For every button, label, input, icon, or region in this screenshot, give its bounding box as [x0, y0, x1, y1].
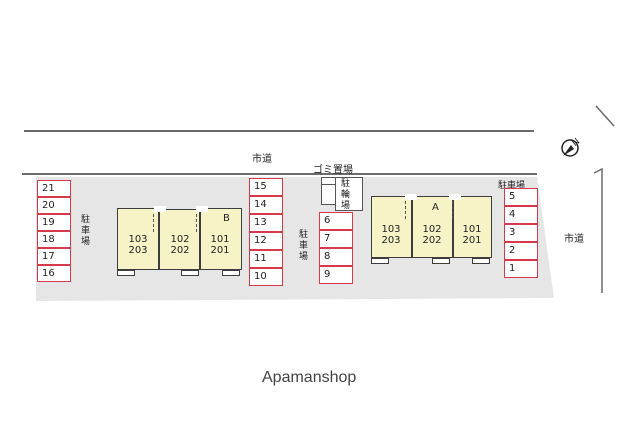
parking-slot: 19: [37, 214, 71, 231]
unit-number-lower: 101: [210, 234, 230, 245]
parking-slot: 9: [319, 266, 353, 284]
parking-slot: 3: [504, 224, 538, 242]
road-corner-right: [593, 167, 603, 293]
unit-number-lower: 102: [422, 224, 442, 235]
bicycle-area: [335, 177, 363, 211]
unit-number-upper: 203: [128, 245, 148, 256]
parking-slot: 14: [249, 196, 283, 214]
parking-slot: 2: [504, 242, 538, 260]
building-b-divider: [153, 214, 154, 232]
garbage-area-divider: [321, 184, 335, 185]
building-a-divider: [405, 201, 406, 219]
watermark: Apamanshop: [262, 369, 357, 386]
parking-slot: 16: [37, 265, 71, 282]
unit-number-lower: 103: [381, 224, 401, 235]
parking-slot: 10: [249, 268, 283, 286]
road-label-right: 市道: [564, 234, 584, 245]
north-arrow-icon: N: [558, 135, 584, 165]
unit-number-upper: 201: [210, 245, 230, 256]
building-b-unit-label: 103 203: [118, 234, 158, 256]
parking-slot: 15: [249, 178, 283, 196]
unit-number-upper: 201: [462, 235, 482, 246]
building-a-divider: [452, 201, 453, 219]
parking-slot: 12: [249, 232, 283, 250]
building-b-step: [117, 270, 135, 276]
building-b-unit-102: [159, 209, 200, 270]
building-b-step: [181, 270, 199, 276]
building-b-notch: [154, 206, 166, 212]
parking-slot: 17: [37, 248, 71, 265]
building-a-notch: [405, 194, 417, 200]
building-b-unit-103: [117, 208, 159, 270]
parking-slot: 1: [504, 260, 538, 278]
building-a-unit-101: [453, 196, 492, 258]
building-a-step: [432, 258, 450, 264]
road-line-top: [24, 130, 534, 132]
parking-slot: 11: [249, 250, 283, 268]
parking-label-left: 駐車場: [80, 215, 90, 247]
building-a-unit-label: 102 202: [412, 224, 452, 246]
parking-slot: 7: [319, 230, 353, 248]
road-label-top: 市道: [252, 154, 272, 165]
unit-number-lower: 101: [462, 224, 482, 235]
parking-slot: 5: [504, 188, 538, 206]
building-b-notch: [196, 206, 208, 212]
garbage-label: ゴミ置場: [313, 165, 353, 176]
parking-slot: 18: [37, 231, 71, 248]
building-b-step: [222, 270, 240, 276]
building-b-name: B: [223, 213, 230, 224]
unit-number-upper: 203: [381, 235, 401, 246]
building-b-unit-label: 101 201: [200, 234, 240, 256]
unit-number-upper: 202: [422, 235, 442, 246]
bicycle-label: 駐輪場: [340, 179, 350, 211]
unit-number-lower: 103: [128, 234, 148, 245]
building-a-step: [371, 258, 389, 264]
svg-text:N: N: [570, 137, 582, 149]
building-b-unit-label: 102 202: [160, 234, 200, 256]
parking-label-center: 駐車場: [298, 230, 308, 262]
parking-slot: 4: [504, 206, 538, 224]
building-a-notch: [449, 194, 461, 200]
unit-number-upper: 202: [170, 245, 190, 256]
building-a-step: [472, 258, 490, 264]
unit-number-lower: 102: [170, 234, 190, 245]
parking-slot: 8: [319, 248, 353, 266]
building-a-unit-102: [412, 196, 453, 258]
building-a-name: A: [432, 202, 439, 213]
road-line-diagonal: [595, 105, 615, 127]
parking-slot: 13: [249, 214, 283, 232]
building-b-unit-101: [200, 208, 242, 270]
building-b-divider: [196, 214, 197, 232]
parking-slot: 21: [37, 180, 71, 197]
parking-slot: 20: [37, 197, 71, 214]
parking-label-right: 駐車場: [498, 181, 526, 191]
parking-slot: 6: [319, 212, 353, 230]
building-a-unit-label: 101 201: [452, 224, 492, 246]
building-a-unit-label: 103 203: [371, 224, 411, 246]
